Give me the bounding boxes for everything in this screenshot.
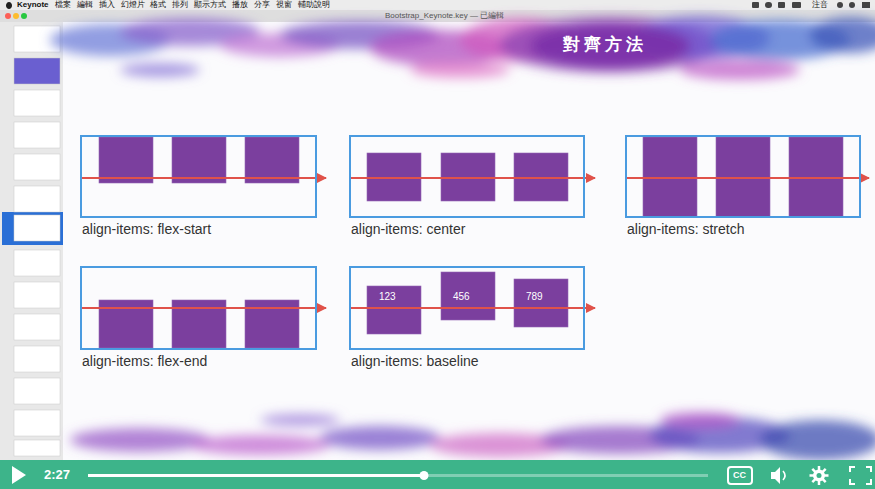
container-caption: align-items: baseline bbox=[351, 353, 479, 369]
flex-item bbox=[514, 279, 568, 327]
close-button bbox=[5, 13, 11, 19]
paint-blot bbox=[680, 60, 800, 80]
zoom-button bbox=[21, 13, 27, 19]
title-bar bbox=[0, 10, 875, 22]
container-caption: align-items: center bbox=[351, 221, 465, 237]
settings-icon bbox=[810, 466, 829, 485]
menu-item: 排列 bbox=[172, 0, 188, 10]
slide-sidebar bbox=[0, 22, 63, 460]
axis-arrow bbox=[80, 307, 326, 309]
axis-arrow bbox=[349, 177, 595, 179]
paint-blot bbox=[120, 63, 200, 77]
menu-item: 視窗 bbox=[276, 0, 292, 10]
paint-blot bbox=[190, 435, 330, 455]
flex-item bbox=[367, 286, 421, 334]
menu-item: 播放 bbox=[232, 0, 248, 10]
slide-thumbnail bbox=[14, 440, 60, 456]
slide-thumbnail bbox=[14, 215, 60, 241]
menu-item: 輔助說明 bbox=[298, 0, 330, 10]
cc-button bbox=[728, 467, 752, 484]
flex-container: align-items: center bbox=[349, 135, 585, 218]
slide-thumbnail bbox=[14, 122, 60, 148]
menu-item: 幻燈片 bbox=[121, 0, 145, 10]
slide bbox=[63, 22, 875, 460]
paint-blot bbox=[260, 414, 340, 426]
flex-container: align-items: baseline123456789 bbox=[349, 266, 585, 350]
volume-wave bbox=[783, 471, 785, 480]
flex-item bbox=[99, 137, 153, 183]
slide-thumbnail bbox=[14, 346, 60, 372]
slide-title: 對齊方法 bbox=[563, 35, 647, 55]
input-method: 注音 bbox=[812, 0, 828, 10]
menu-item: 分享 bbox=[254, 0, 270, 10]
axis-arrow bbox=[625, 177, 869, 179]
flex-item-labeled: 789 bbox=[514, 279, 568, 327]
axis-arrow bbox=[349, 307, 595, 309]
paint-blot bbox=[320, 426, 440, 450]
flex-container: align-items: flex-start bbox=[80, 135, 317, 218]
status-icons bbox=[752, 2, 870, 8]
flex-item bbox=[441, 272, 495, 320]
paint-blot bbox=[760, 420, 875, 460]
menu-bar bbox=[0, 0, 875, 10]
menu-item: 顯示方式 bbox=[194, 0, 226, 10]
paint-blot bbox=[410, 62, 510, 78]
item-number: 789 bbox=[526, 291, 564, 302]
slide-thumbnail bbox=[14, 282, 60, 308]
flex-item bbox=[245, 137, 299, 183]
apple-logo bbox=[6, 2, 12, 9]
container-caption: align-items: flex-end bbox=[82, 353, 207, 369]
slide-thumbnail bbox=[14, 314, 60, 340]
flex-item bbox=[172, 137, 226, 183]
slide-thumbnail bbox=[14, 378, 60, 404]
paint-blot bbox=[660, 412, 740, 428]
flex-item-labeled: 123 bbox=[367, 286, 421, 334]
main-axis-arrows bbox=[80, 178, 869, 308]
menu-item: 編輯 bbox=[77, 0, 93, 10]
axis-arrow bbox=[80, 177, 326, 179]
video-controls bbox=[0, 460, 875, 489]
container-caption: align-items: flex-start bbox=[82, 221, 211, 237]
app-menu: Keynote bbox=[17, 0, 49, 10]
selected-slide bbox=[2, 212, 63, 245]
watercolor bbox=[50, 16, 875, 460]
menu-item: 格式 bbox=[150, 0, 166, 10]
volume-icon bbox=[771, 467, 780, 484]
flex-item-labeled: 456 bbox=[441, 272, 495, 320]
slide-thumbnail bbox=[14, 410, 60, 436]
progress-played bbox=[88, 474, 424, 477]
progress-track bbox=[88, 474, 708, 477]
video-time: 2:27 bbox=[44, 467, 70, 482]
play-icon bbox=[12, 466, 26, 484]
container-caption: align-items: stretch bbox=[627, 221, 744, 237]
slide-thumbnail bbox=[14, 58, 60, 84]
flex-items bbox=[99, 137, 843, 348]
paint-blot bbox=[810, 17, 875, 53]
menu-item: 插入 bbox=[99, 0, 115, 10]
item-number: 456 bbox=[453, 291, 491, 302]
flex-container: align-items: flex-end bbox=[80, 266, 317, 350]
flex-container: align-items: stretch bbox=[625, 135, 861, 218]
slide-thumbnail bbox=[14, 154, 60, 180]
menu-item: 檔案 bbox=[55, 0, 71, 10]
title-backdrop bbox=[530, 24, 690, 68]
item-number: 123 bbox=[379, 291, 417, 302]
progress-thumb bbox=[420, 471, 429, 480]
paint-blot bbox=[70, 428, 210, 452]
minimize-button bbox=[13, 13, 19, 19]
fullscreen-icon bbox=[850, 467, 871, 484]
window-title: Bootstrap_Keynote.key — 已編輯 bbox=[385, 11, 504, 21]
slide-thumbnails bbox=[14, 26, 60, 456]
slide-thumbnail bbox=[14, 90, 60, 116]
slide-thumbnail bbox=[14, 186, 60, 212]
cc-label: CC bbox=[733, 470, 746, 481]
slide-thumbnail bbox=[14, 250, 60, 276]
